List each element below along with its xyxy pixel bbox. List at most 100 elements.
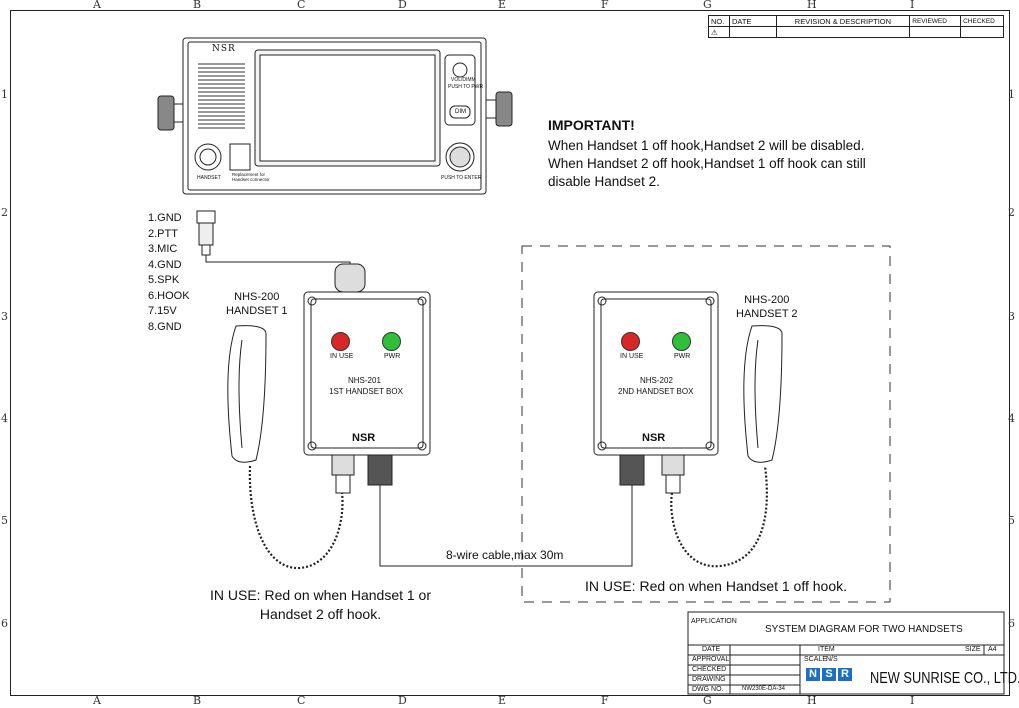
handset-1-label: NHS-200 HANDSET 1	[226, 290, 288, 318]
handset-2-label: NHS-200 HANDSET 2	[736, 293, 798, 321]
grid-column-h: H	[807, 0, 817, 11]
tb-date: DATE	[702, 646, 721, 653]
coil-cord-1	[248, 465, 344, 570]
box-1-pwr-led	[382, 332, 401, 351]
grid-column-f: F	[601, 694, 609, 707]
tb-size-label: SIZE	[965, 646, 981, 653]
grid-row-2: 2	[1, 206, 8, 219]
box-1-in-use-led	[331, 332, 350, 351]
tb-dwg-no: DWG NO.	[692, 686, 724, 693]
grid-column-e: E	[498, 694, 507, 707]
note-left-line-2: Handset 2 off hook.	[259, 606, 382, 622]
grid-column-f: F	[601, 0, 609, 11]
grid-row-4: 4	[1, 412, 8, 425]
cable-label: 8-wire cable,max 30m	[446, 548, 564, 562]
box-2-pwr-label: PWR	[674, 353, 691, 360]
pinout-item: 3.MIC	[148, 243, 178, 255]
pinout-item: 6.HOOK	[148, 289, 190, 302]
box-1-brand: NSR	[352, 432, 376, 444]
pinout-item: 4.GND	[148, 258, 182, 271]
unit-connector	[196, 210, 351, 272]
grid-row-3: 3	[1008, 310, 1015, 323]
pinout-item: 5.SPK	[148, 274, 180, 286]
grid-row-3: 3	[1, 310, 8, 323]
box-2-name: 2ND HANDSET BOX	[618, 387, 694, 396]
grid-column-i: I	[910, 0, 915, 11]
grid-row-5: 5	[1008, 514, 1015, 527]
tb-title: SYSTEM DIAGRAM FOR TWO HANDSETS	[765, 624, 963, 635]
grid-column-b: B	[193, 0, 202, 11]
pinout-list: 1.GND 2.PTT 3.MIC 4.GND 5.SPK 6.HOOK 7.15V 8.GN…	[148, 211, 190, 335]
eight-wire-cable	[379, 485, 633, 567]
logo-letter: R	[838, 668, 852, 681]
tb-scale: SCALE	[804, 656, 827, 663]
note-left: IN USE: Red on when Handset 1 or Handset…	[210, 586, 431, 624]
pinout-item: 8.GND	[148, 320, 182, 333]
handset-2-model: NHS-200	[744, 294, 790, 306]
grid-row-6: 6	[1, 617, 8, 630]
grid-column-h: H	[807, 694, 817, 707]
handset-port-label: HANDSET	[197, 175, 221, 181]
grid-column-d: D	[398, 694, 407, 707]
grid-row-4: 4	[1008, 412, 1015, 425]
box-2-brand: NSR	[642, 432, 666, 444]
drawing-frame	[10, 10, 1010, 696]
tb-drawing: DRAWING	[692, 676, 726, 683]
box-1-name: 1ST HANDSET BOX	[329, 387, 403, 396]
grid-column-g: G	[703, 694, 712, 707]
handset-1-model: NHS-200	[234, 291, 280, 303]
box-2-in-use-label: IN USE	[620, 353, 644, 360]
important-line-3: disable Handset 2.	[548, 174, 660, 189]
pinout-item: 2.PTT	[148, 227, 178, 240]
connector-note: Replacement for Handset connector	[232, 172, 270, 182]
tb-scale-val: N/S	[826, 656, 838, 663]
important-notes: When Handset 1 off hook,Handset 2 will b…	[548, 137, 866, 191]
box-2-in-use-led	[621, 332, 640, 351]
coil-cord-2	[670, 465, 768, 568]
tb-size: A4	[988, 646, 997, 653]
box-2-model: NHS-202	[640, 376, 673, 385]
grid-column-c: C	[297, 0, 306, 11]
grid-row-6: 6	[1008, 617, 1015, 630]
grid-row-2: 2	[1008, 206, 1015, 219]
box-2-pwr-led	[672, 332, 691, 351]
dim-button[interactable]: DIM	[455, 109, 466, 115]
logo-letter: N	[806, 668, 820, 681]
grid-column-b: B	[193, 694, 202, 707]
handset-2-name: HANDSET 2	[736, 308, 798, 320]
tb-company: NEW SUNRISE CO., LTD.	[870, 670, 1019, 687]
box-1-pwr-label: PWR	[384, 353, 401, 360]
rev-warning-icon: ⚠	[708, 26, 730, 38]
logo-letter: S	[822, 668, 836, 681]
handset-2	[743, 325, 783, 463]
tb-item: ITEM	[818, 646, 835, 653]
tb-checked: CHECKED	[692, 666, 727, 673]
push-enter-label: PUSH TO ENTER	[441, 175, 482, 181]
unit-brand: NSR	[212, 44, 236, 54]
push-pwr-label: PUSH TO PWR	[448, 84, 484, 90]
grid-column-a: A	[93, 0, 101, 11]
grid-column-a: A	[93, 694, 101, 707]
grid-row-1: 1	[1008, 88, 1015, 101]
handset-2-dashed-area	[521, 245, 891, 603]
handset-1	[227, 325, 267, 463]
note-right: IN USE: Red on when Handset 1 off hook.	[585, 578, 848, 594]
important-line-2: When Handset 2 off hook,Handset 1 off ho…	[548, 156, 866, 171]
box-1-model: NHS-201	[348, 376, 381, 385]
handset-1-name: HANDSET 1	[226, 305, 288, 317]
pinout-item: 7.15V	[148, 305, 177, 317]
tb-application: APPLICATION	[691, 618, 737, 625]
grid-row-1: 1	[1, 88, 8, 101]
title-block	[687, 611, 1005, 695]
important-line-1: When Handset 1 off hook,Handset 2 will b…	[548, 138, 865, 153]
grid-column-e: E	[498, 0, 507, 11]
vol-label: VOL/DIMM	[451, 77, 476, 83]
grid-row-5: 5	[1, 514, 8, 527]
box-1-in-use-label: IN USE	[330, 353, 354, 360]
grid-column-g: G	[703, 0, 712, 11]
pinout-item: 1.GND	[148, 212, 182, 224]
grid-column-c: C	[297, 694, 306, 707]
grid-column-i: I	[910, 694, 915, 707]
